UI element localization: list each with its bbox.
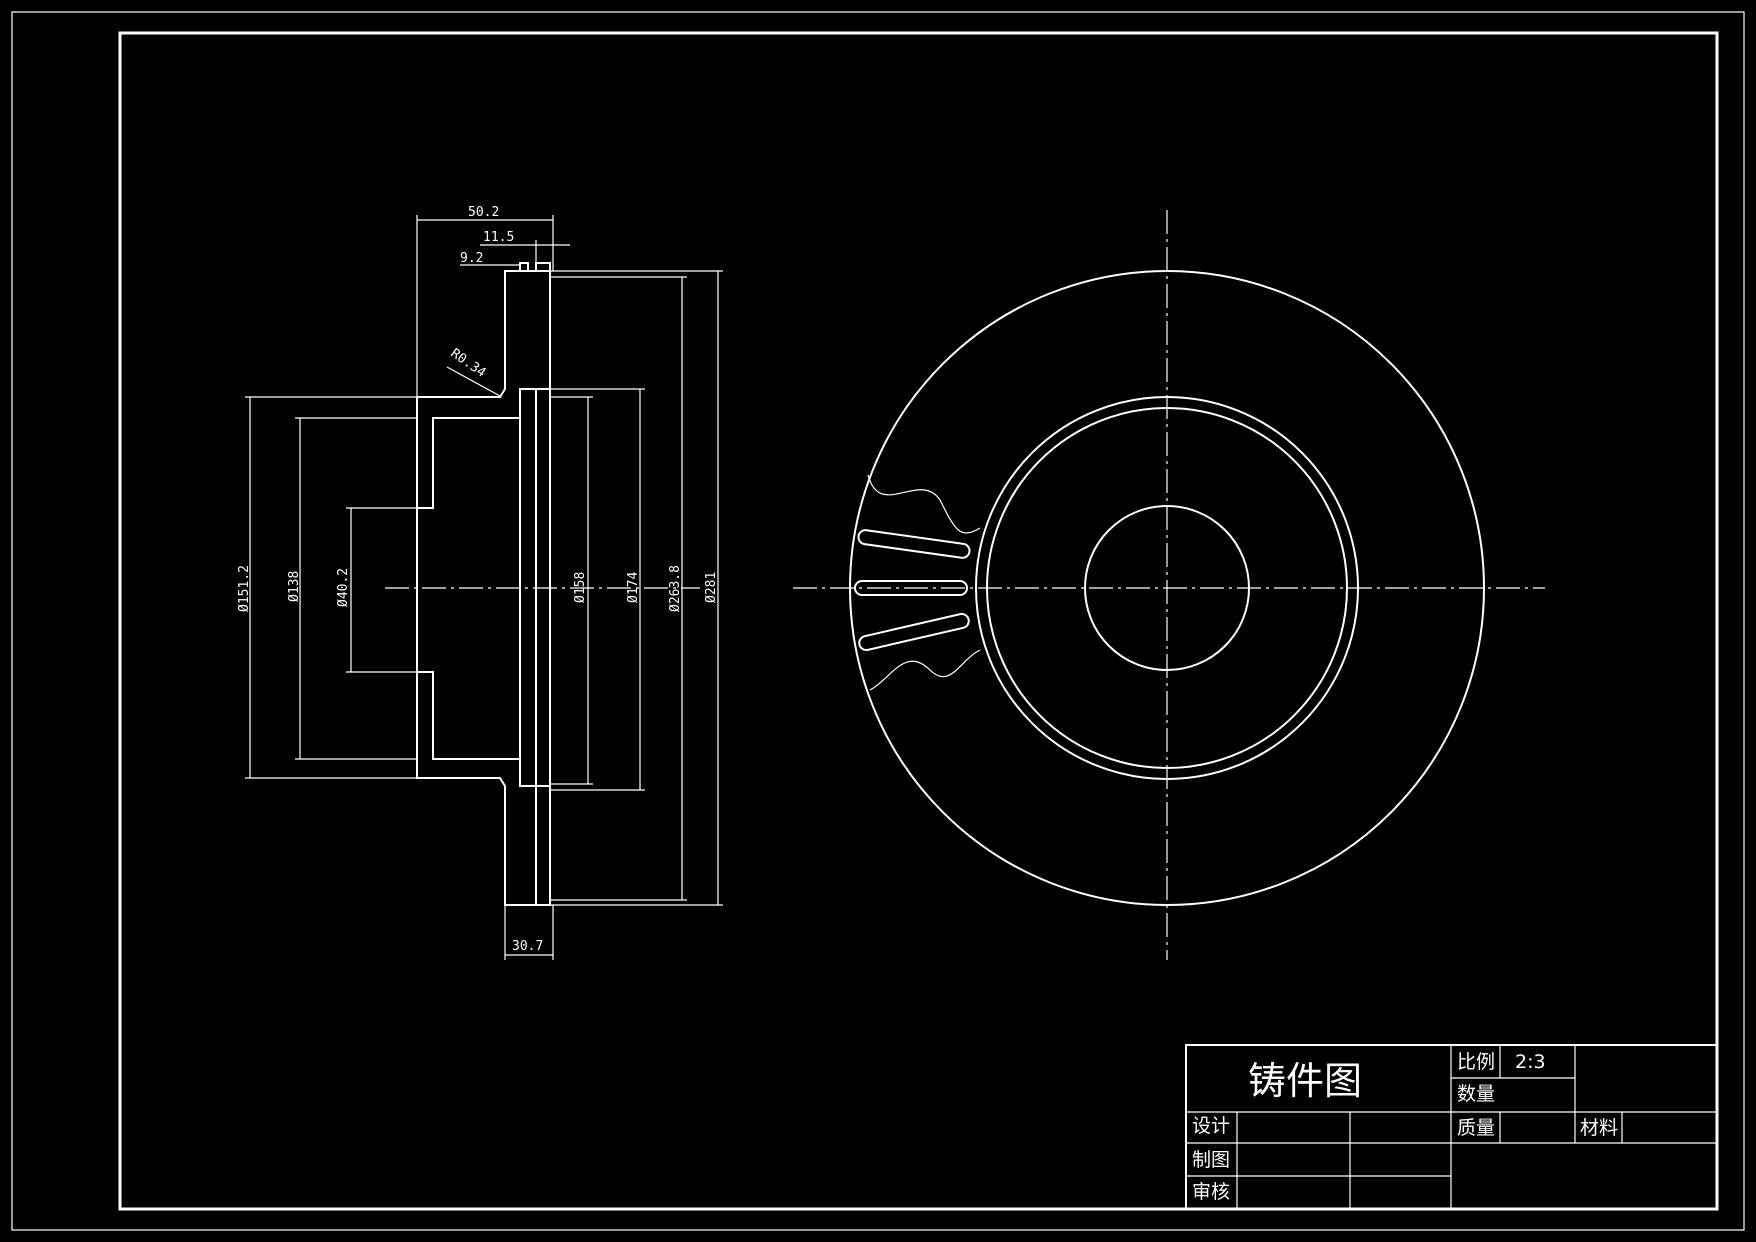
flange-lower-block: [535, 785, 551, 906]
review-label: 审核: [1192, 1181, 1230, 1203]
dim-r0-34: R0.34: [448, 346, 489, 381]
hub-lower: [416, 671, 551, 906]
dim-r-leader: [446, 366, 501, 397]
drawing-title: 铸件图: [1248, 1059, 1362, 1103]
outer-frame: [11, 11, 1745, 1231]
quantity-label: 数量: [1457, 1083, 1495, 1105]
fin-middle: [854, 580, 968, 596]
hub-upper: [416, 270, 551, 509]
design-label: 设计: [1192, 1115, 1230, 1137]
draft-label: 制图: [1192, 1149, 1230, 1171]
dim-263-8: Ø263.8: [668, 565, 683, 612]
breakout-curve: [867, 474, 981, 691]
disc-hub-circle: [1084, 505, 1250, 671]
section-view: 50.2 11.5 9.2 R0.34 Ø151.2 Ø138 Ø40.2 Ø1…: [237, 205, 723, 960]
dim-281: Ø281: [704, 572, 719, 603]
inner-frame: [118, 31, 1719, 1211]
fin-bottom: [858, 612, 970, 652]
dim-11-5: 11.5: [483, 230, 514, 245]
fin-top: [857, 529, 971, 559]
top-slot: [519, 262, 551, 271]
front-view: [793, 210, 1545, 960]
dim-151-2: Ø151.2: [237, 565, 252, 612]
disc-ring-circle-2: [986, 407, 1348, 769]
dim-30-7: 30.7: [512, 939, 543, 954]
material-label: 材料: [1580, 1117, 1618, 1139]
dim-158: Ø158: [573, 572, 588, 603]
title-block: 铸件图 比例 2:3 数量 质量 材料 设计 制图 审核: [1185, 1044, 1718, 1210]
dim-9-2: 9.2: [460, 251, 483, 266]
cooling-fins: [854, 529, 971, 652]
mass-label: 质量: [1457, 1117, 1495, 1139]
dim-50-2: 50.2: [468, 205, 499, 220]
scale-value: 2:3: [1515, 1051, 1546, 1073]
scale-label: 比例: [1457, 1051, 1495, 1073]
dim-138: Ø138: [287, 571, 302, 602]
disc-ring-circle-1: [975, 396, 1359, 780]
disc-outer-circle: [849, 270, 1485, 906]
dim-174: Ø174: [626, 572, 641, 603]
dim-40-2: Ø40.2: [336, 568, 351, 607]
